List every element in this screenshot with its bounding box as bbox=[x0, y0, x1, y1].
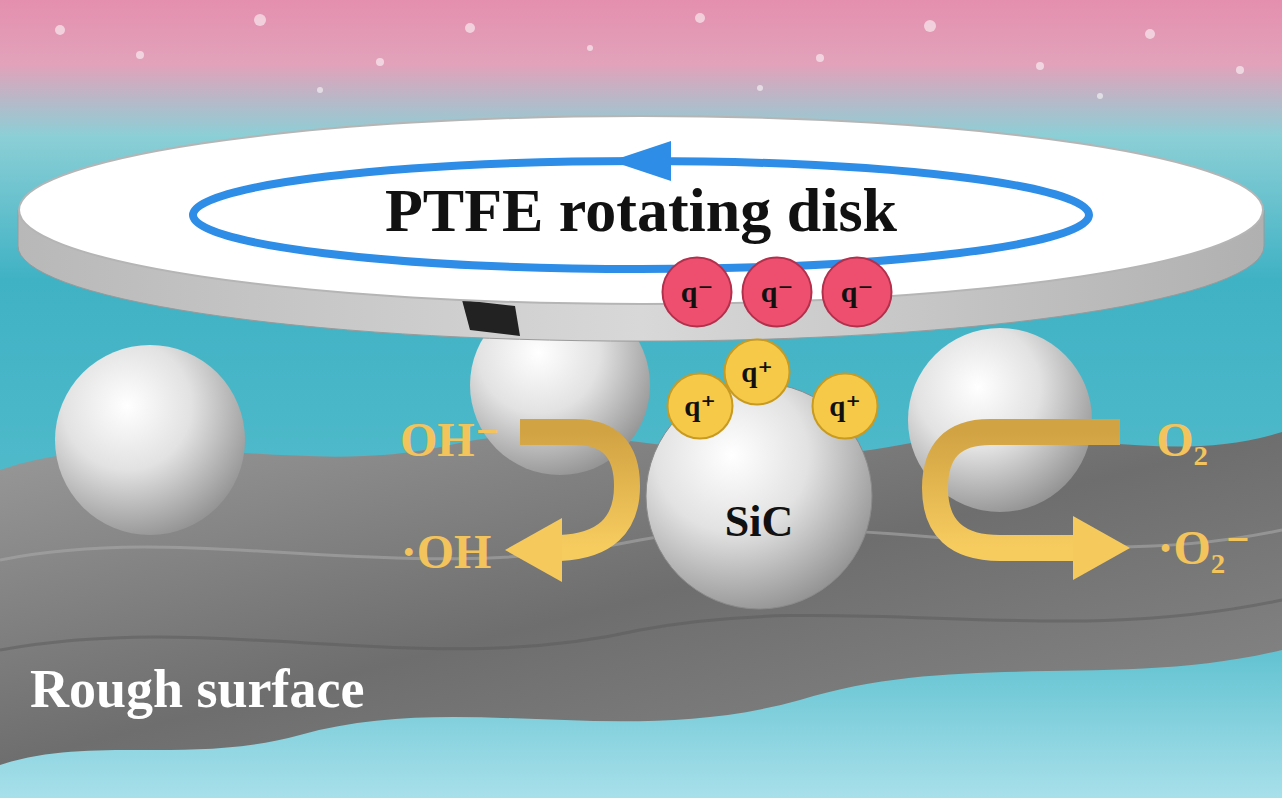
sic-particle: SiCq⁺q⁺q⁺ bbox=[645, 382, 873, 610]
negative-charge: q⁻ bbox=[661, 256, 733, 328]
charge-label: q⁺ bbox=[684, 392, 715, 421]
circle-shape bbox=[816, 54, 824, 62]
charge-label: q⁺ bbox=[741, 358, 772, 387]
disk-notch bbox=[462, 300, 520, 336]
charge-circle bbox=[743, 258, 812, 327]
positive-charge: q⁺ bbox=[811, 372, 879, 440]
reactant-label: O₂ bbox=[1156, 414, 1208, 467]
rotation-arrow bbox=[193, 161, 1089, 269]
positive-charge: q⁺ bbox=[723, 338, 791, 406]
particle-label: SiC bbox=[725, 500, 793, 544]
circle-shape bbox=[757, 85, 763, 91]
negative-charge: q⁻ bbox=[741, 256, 813, 328]
reactant-label: OH⁻ bbox=[400, 414, 500, 467]
circle-shape bbox=[587, 45, 593, 51]
disk-title: PTFE rotating disk bbox=[385, 179, 897, 241]
circle-shape bbox=[1097, 93, 1103, 99]
arrow-head bbox=[505, 518, 562, 582]
circle-shape bbox=[55, 25, 65, 35]
product-label: ·O₂⁻ bbox=[1157, 522, 1250, 575]
product-label: ·OH bbox=[401, 526, 492, 579]
charge-circle bbox=[725, 340, 790, 405]
circle-shape bbox=[136, 51, 144, 59]
circle-shape bbox=[376, 58, 384, 66]
charge-circle bbox=[813, 374, 878, 439]
circle-shape bbox=[1236, 66, 1244, 74]
charge-circle bbox=[668, 374, 733, 439]
circle-shape bbox=[695, 13, 705, 23]
charge-circle bbox=[663, 258, 732, 327]
charge-circle bbox=[823, 258, 892, 327]
circle-shape bbox=[254, 14, 266, 26]
rotation-arrow-head bbox=[611, 141, 671, 181]
circle-shape bbox=[1145, 29, 1155, 39]
circle-shape bbox=[1036, 62, 1044, 70]
rotating-disk: PTFE rotating disk bbox=[18, 115, 1264, 305]
surface-label: Rough surface bbox=[30, 660, 365, 719]
abrasive-ball bbox=[55, 345, 245, 535]
charge-label: q⁻ bbox=[681, 277, 714, 307]
circle-shape bbox=[924, 20, 936, 32]
arrow-head bbox=[1073, 516, 1130, 580]
positive-charge: q⁺ bbox=[666, 372, 734, 440]
charge-label: q⁻ bbox=[761, 277, 794, 307]
bubbles bbox=[55, 13, 1244, 99]
reaction-arrow bbox=[520, 432, 627, 548]
disk-top bbox=[19, 116, 1263, 304]
charge-label: q⁺ bbox=[829, 392, 860, 421]
circle-shape bbox=[317, 87, 323, 93]
surface-ridge bbox=[0, 600, 1282, 650]
charge-label: q⁻ bbox=[841, 277, 874, 307]
circle-shape bbox=[465, 23, 475, 33]
negative-charge: q⁻ bbox=[821, 256, 893, 328]
